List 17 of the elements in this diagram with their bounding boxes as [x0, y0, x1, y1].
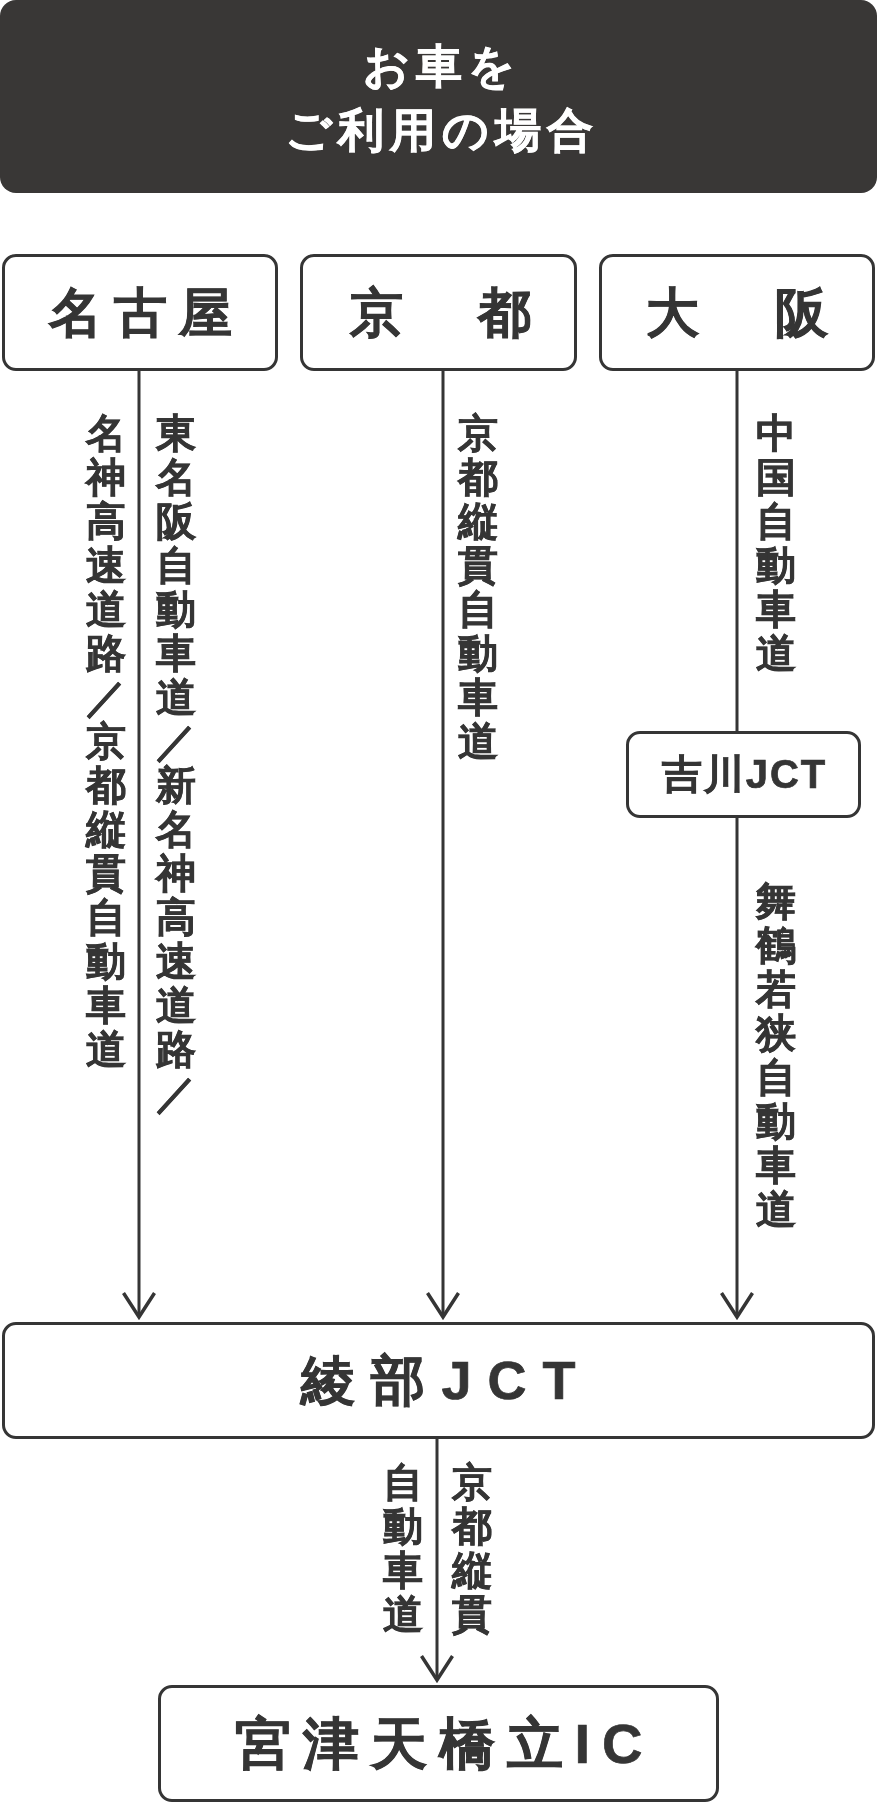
- edge-label: 中国自動車道: [756, 411, 796, 675]
- edge-label: 東名阪自動車道／新名神高速道路／名神高速道路／京都縦貫自動車道: [86, 411, 196, 1115]
- edge-label: 京都縦貫自動車道: [458, 411, 498, 763]
- city-box: 名古屋: [2, 254, 278, 371]
- arrow: [419, 1439, 455, 1682]
- edge-label: 京都縦貫自動車道: [383, 1460, 492, 1636]
- arrow: [719, 818, 755, 1319]
- destination-box: 宮津天橋立IC: [158, 1685, 719, 1802]
- edge-label: 舞鶴若狭自動車道: [756, 879, 796, 1231]
- arrow: [425, 371, 461, 1319]
- title-banner: お車をご利用の場合: [0, 0, 877, 193]
- city-box: 大阪: [599, 254, 875, 371]
- connector-line: [735, 371, 739, 731]
- junction-box: 吉川JCT: [626, 731, 861, 818]
- arrow: [121, 371, 157, 1319]
- junction-box: 綾部JCT: [2, 1322, 875, 1439]
- city-box: 京都: [300, 254, 577, 371]
